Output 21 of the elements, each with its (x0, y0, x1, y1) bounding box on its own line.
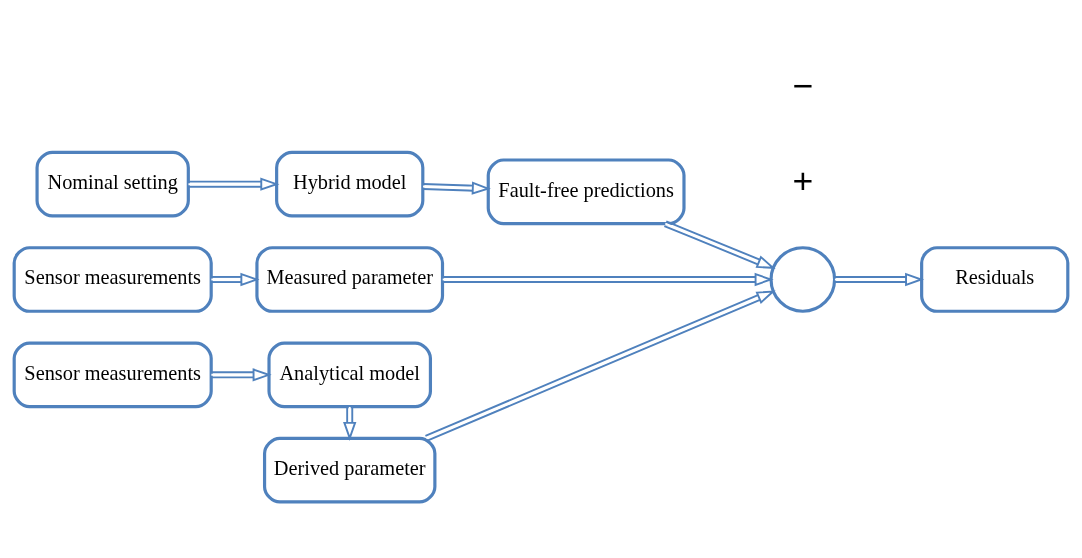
node-box: Hybrid model (275, 150, 425, 218)
node-box: Residuals (920, 245, 1070, 313)
arrow (210, 272, 260, 286)
node-circle (769, 245, 837, 313)
node-box: Nominal setting (35, 150, 190, 218)
node-box: Sensor measurements (12, 245, 213, 313)
node-box: Derived parameter (263, 436, 437, 503)
arrow (343, 405, 357, 441)
arrow (210, 367, 272, 381)
label: − (792, 65, 814, 106)
arrow (422, 180, 491, 195)
node-box: Analytical model (267, 340, 432, 408)
label: + (792, 160, 814, 201)
arrow (187, 177, 280, 191)
node-box: Fault-free predictions (486, 157, 686, 225)
arrow (424, 289, 776, 442)
node-box: Measured parameter (255, 245, 445, 313)
arrow (663, 219, 776, 269)
node-box: Sensor measurements (12, 340, 213, 408)
arrow (441, 272, 774, 286)
arrow (833, 272, 925, 286)
